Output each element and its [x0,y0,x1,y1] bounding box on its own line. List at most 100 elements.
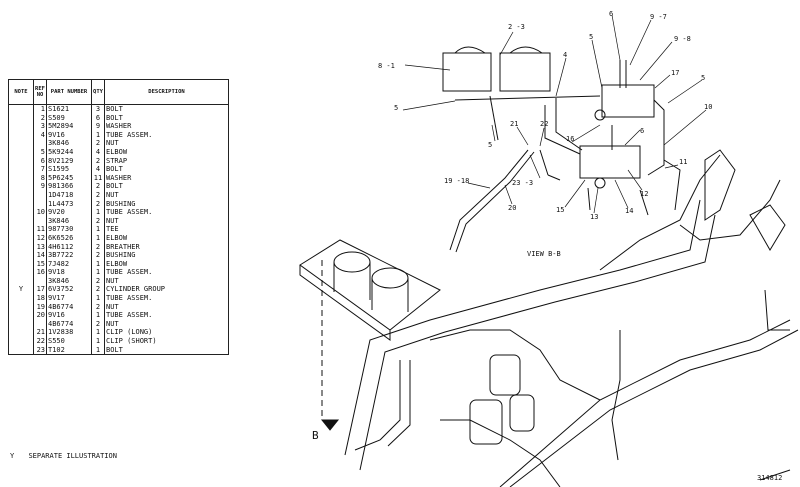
view-label: VIEW B-B [527,250,561,258]
cylinder-upper-left [442,52,492,92]
cylinder-group-lower [579,145,641,179]
callout-9-7: 9 -7 [650,13,667,21]
callout-17: 17 [671,69,680,77]
row-description: ELBOW [104,233,229,243]
row-description: NUT [104,302,229,312]
view-bb-detail [442,46,681,253]
row-description: ELBOW [104,259,229,269]
row-description: TUBE ASSEM. [104,130,229,140]
cylinder-top-2 [371,267,409,289]
callout-5a: 5 [589,33,594,41]
row-description: NUT [104,319,229,329]
callout-leaders [402,14,707,214]
row-description: WASHER [104,173,229,183]
row-description: NUT [104,190,229,200]
figure-number: 314812 [757,474,783,482]
parts-list-table: NOTE REF NO PART NUMBER QTY DESCRIPTION … [8,79,229,356]
main-assembly-view [299,149,799,487]
header-description: DESCRIPTION [104,79,229,105]
row-description: CLIP (SHORT) [104,337,229,346]
row-description: BOLT [104,345,229,356]
row-description: BOLT [104,182,229,191]
brake-cylinder-right [509,394,535,432]
callout-21: 21 [510,120,519,128]
callout-9-8: 9 -8 [674,35,691,43]
row-description: NUT [104,276,229,286]
cylinder-top-1 [333,251,371,273]
callout-15: 15 [556,206,565,214]
callout-23-3: 23 -3 [512,179,534,187]
footnote-text: SEPARATE ILLUSTRATION [28,452,117,460]
row-description: TUBE ASSEM. [104,311,229,320]
header-note: NOTE [8,79,34,105]
callout-2-3: 2 -3 [508,23,525,31]
callout-8-1: 8 -1 [378,62,395,70]
row-description: TUBE ASSEM. [104,268,229,277]
row-description: BREATHER [104,242,229,252]
row-description: CLIP (LONG) [104,328,229,338]
footnote-symbol: Y [10,452,15,460]
row-description: NUT [104,216,229,226]
callout-5d: 5 [488,141,493,149]
row-description: CYLINDER GROUP [104,285,229,295]
callout-11: 11 [679,158,688,166]
callout-5b: 5 [701,74,706,82]
row-description: TUBE ASSEM. [104,294,229,303]
header-part-number: PART NUMBER [46,79,92,105]
row-description: BOLT [104,104,229,114]
row-description: BOLT [104,165,229,174]
brake-cylinder-center [469,399,503,445]
cylinder-tray [299,239,441,331]
callout-16: 16 [566,135,575,143]
callout-13: 13 [590,213,599,221]
callout-12: 12 [640,190,649,198]
row-description: BOLT [104,113,229,123]
footnote: Y SEPARATE ILLUSTRATION [10,452,127,460]
callout-5c: 5 [394,104,399,112]
cylinder-upper-right [499,52,551,92]
callout-22: 22 [540,120,549,128]
parts-table-header: NOTE REF NO PART NUMBER QTY DESCRIPTION [8,79,229,105]
row-description: TUBE ASSEM. [104,208,229,217]
callout-14: 14 [625,207,634,215]
frame-rail-left [344,199,701,456]
brake-cylinder-left [489,354,521,396]
callout-20: 20 [508,204,517,212]
row-description: NUT [104,139,229,148]
row-description: STRAP [104,156,229,166]
cylinder-group-upper [601,84,655,118]
pedal [704,149,736,221]
callout-19-18: 19 -18 [444,177,470,185]
row-description: BUSHING [104,251,229,260]
row-description: TEE [104,225,229,234]
